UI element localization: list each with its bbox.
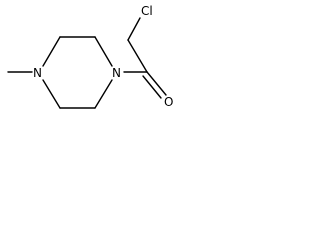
carbonyl-double-bond-a — [146, 71, 167, 96]
ring-bond-c3-n4 — [94, 36, 113, 67]
ch2-to-chlorine-bond — [127, 17, 141, 41]
right-nitrogen-atom-label: N — [112, 66, 121, 80]
carbonyl-to-ch2-bond — [127, 39, 148, 73]
oxygen-atom-label: O — [164, 95, 173, 109]
ring-bond-n4-c5 — [94, 79, 113, 109]
structural-formula: Cl N N O — [7, 4, 173, 109]
ring-bond-n1-c2 — [42, 36, 61, 67]
chlorine-atom-label: Cl — [141, 4, 153, 18]
ring-bond-c6-n1 — [42, 79, 61, 109]
left-nitrogen-atom-label: N — [33, 66, 42, 80]
carbonyl-double-bond-b — [142, 75, 162, 99]
